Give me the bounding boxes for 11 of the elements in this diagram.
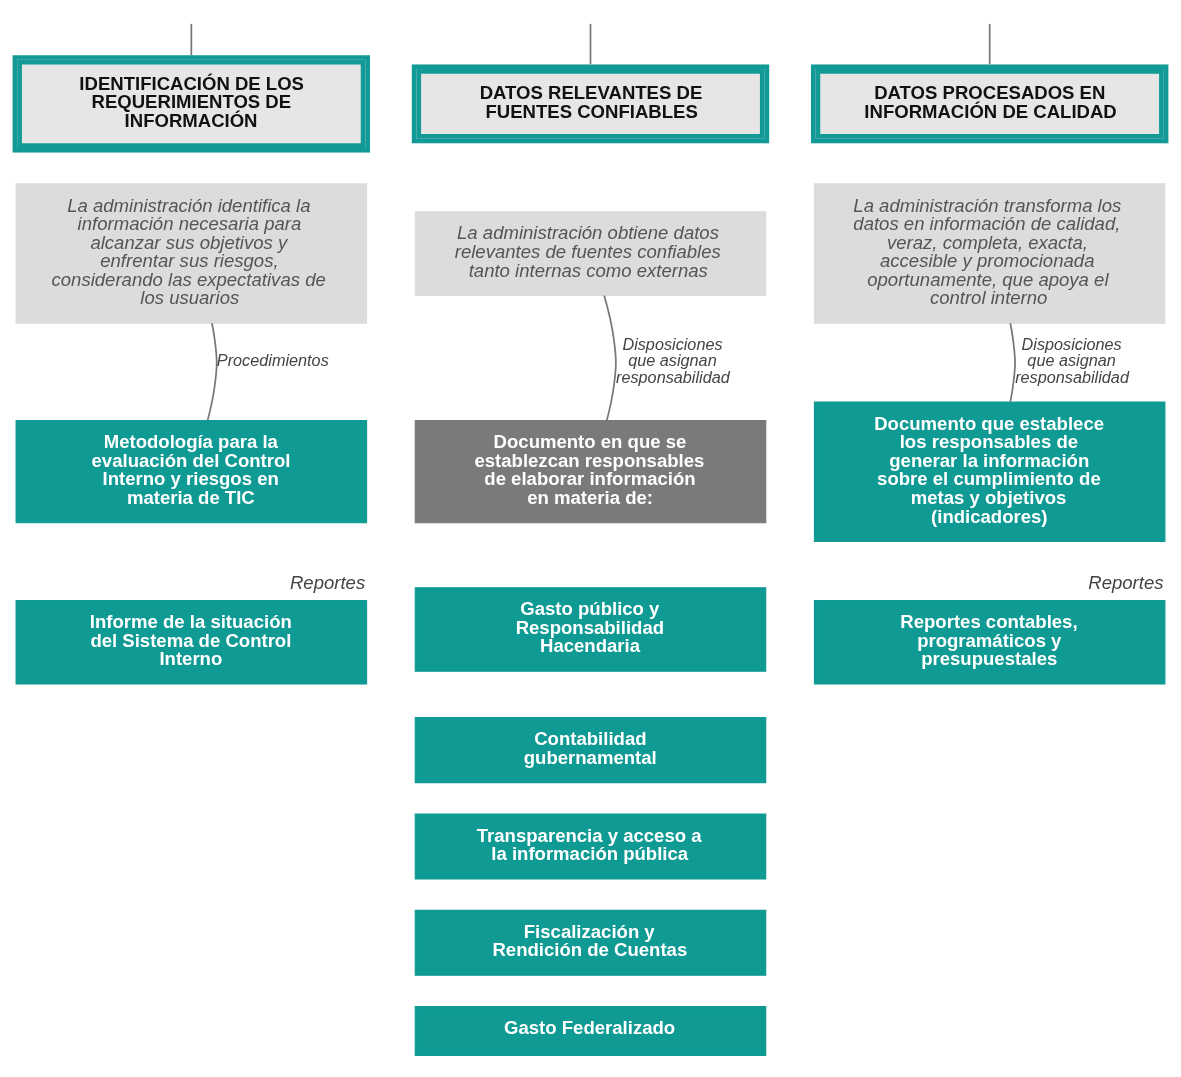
edge-label: Disposiciones que asignan responsabilidad (616, 334, 730, 386)
node-label: Reportes (1088, 571, 1164, 593)
connector (190, 22, 193, 56)
connector (603, 294, 617, 421)
connector (589, 22, 592, 65)
edge-label: Disposiciones que asignan responsabilidad (1015, 334, 1129, 386)
connector (988, 22, 991, 65)
connector (206, 321, 218, 421)
edge-label: Procedimientos (216, 350, 329, 369)
node-label: Reportes (289, 571, 366, 593)
connector (1009, 321, 1016, 403)
